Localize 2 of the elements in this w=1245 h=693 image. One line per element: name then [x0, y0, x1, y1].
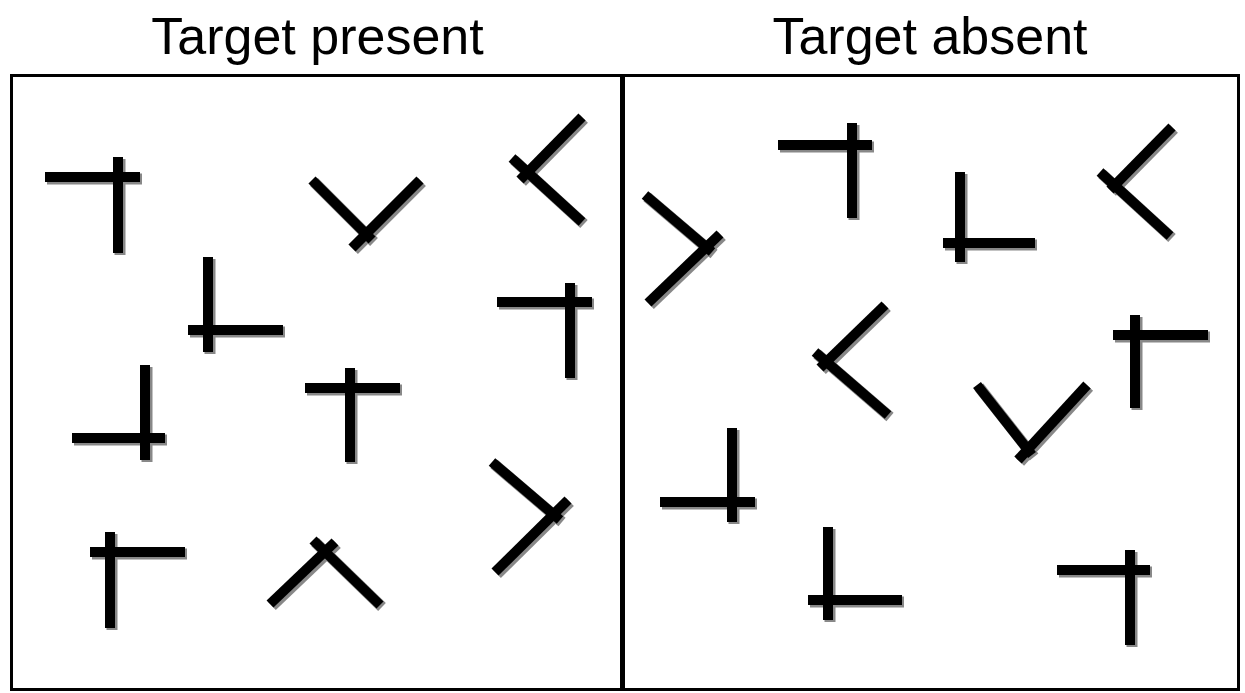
- panel-heading: Target absent: [771, 6, 1089, 67]
- panel-heading: Target present: [150, 6, 485, 67]
